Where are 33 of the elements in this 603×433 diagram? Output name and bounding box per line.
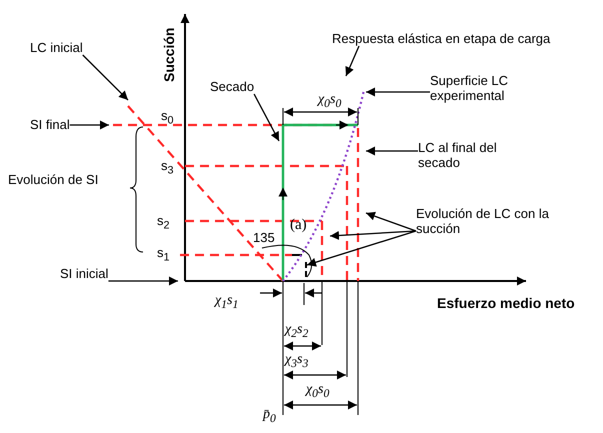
annotation-text: Superficie LC experimental <box>430 73 535 103</box>
leader-arrow <box>306 230 416 267</box>
leader-arrow <box>108 276 178 286</box>
leader-arrow <box>254 94 280 142</box>
annotation-text: Evolución de SI <box>8 172 98 187</box>
annotation-text: LC al final del secado <box>418 140 528 170</box>
tick-label: s$_{2}$ <box>157 213 170 234</box>
leader-arrow <box>345 46 360 76</box>
tick-label: s$_{0}$ <box>161 108 174 129</box>
tick-label: s$_{1}$ <box>157 245 170 266</box>
leader-arrow <box>366 146 418 156</box>
leader-arrow <box>366 212 416 232</box>
axis-label: Succión <box>162 28 177 82</box>
point-label: (a) <box>290 218 307 233</box>
dimension-label: χ$_{0}$s$_{0}$ <box>318 92 342 111</box>
dimension-label: χ$_{3}$s$_{3}$ <box>285 352 308 371</box>
dimension-label: χ$_{0}$s$_{0}$ <box>306 382 330 401</box>
leader-arrow <box>70 120 109 130</box>
annotation-text: Evolución de LC con la succión <box>416 206 566 236</box>
leader-arrow <box>366 88 430 96</box>
annotation-text: LC inicial <box>30 40 83 55</box>
tick-label: s$_{3}$ <box>161 158 174 179</box>
axis-value: p̄$_{0}$ <box>263 407 276 426</box>
annotation-text: Respuesta elástica en etapa de carga <box>332 31 550 46</box>
annotation-text: Secado <box>210 79 254 94</box>
leader-arrow <box>330 230 416 240</box>
annotation-text: SI inicial <box>60 266 108 281</box>
leader-arrow <box>82 54 128 100</box>
dimension-label: χ$_{1}$s$_{1}$ <box>215 293 238 312</box>
angle-label: 135 <box>253 230 275 245</box>
dimension-label: χ$_{2}$s$_{2}$ <box>285 322 308 341</box>
axis-label: Esfuerzo medio neto <box>437 296 575 311</box>
annotation-text: SI final <box>30 117 70 132</box>
